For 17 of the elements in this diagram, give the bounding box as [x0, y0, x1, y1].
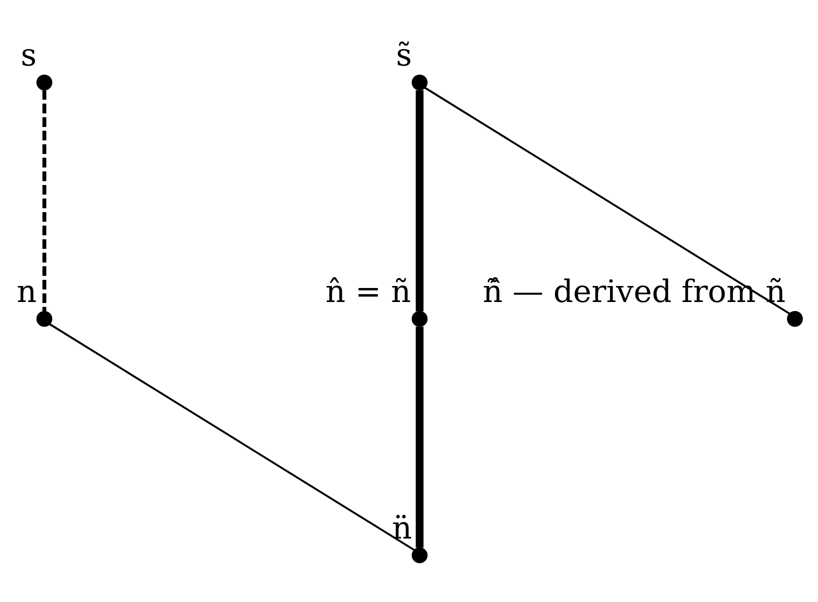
node-circle: [412, 310, 428, 326]
connector: [42, 90, 46, 311]
node-label: n̂ = ñ: [325, 273, 411, 310]
node-label: n: [16, 273, 37, 310]
node-circle: [36, 74, 52, 90]
node-label: s: [20, 37, 37, 73]
connector: [416, 326, 424, 548]
connector: [49, 322, 416, 551]
connector: [424, 86, 790, 314]
connector: [416, 90, 424, 311]
node-label: s̃: [396, 37, 412, 73]
node-circle: [412, 546, 428, 563]
node-circle: [36, 310, 52, 326]
node-label: n̈: [392, 510, 412, 546]
node-label: ñ̂ — derived from ñ: [482, 273, 786, 310]
node-circle: [786, 310, 803, 326]
node-circle: [412, 74, 428, 90]
